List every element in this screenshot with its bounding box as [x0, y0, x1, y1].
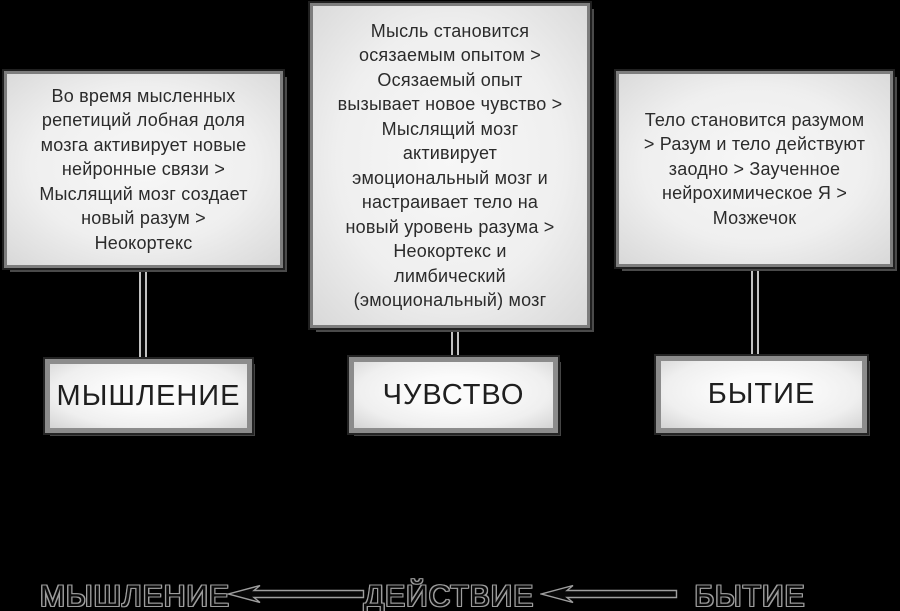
label-thinking-text: МЫШЛЕНИЕ [56, 379, 241, 412]
connector-feeling-line [451, 326, 459, 358]
connector-being-line [751, 265, 759, 357]
thinking-description-text: Во время мысленных репетиций лобная доля… [39, 85, 248, 253]
bottom-word-being: БЫТИЕ [694, 580, 806, 611]
label-feeling-text: ЧУВСТВО [382, 378, 525, 411]
label-box-thinking: МЫШЛЕНИЕ [45, 359, 252, 433]
connector-thinking-line [139, 266, 147, 360]
bottom-word-action: ДЕЙСТВИЕ [363, 580, 535, 611]
feeling-description-text: Мысль становится осязаемым опытом > Осяз… [337, 20, 563, 311]
left-arrow-icon [227, 584, 365, 604]
being-description-text: Тело становится разумом > Разум и тело д… [643, 109, 866, 228]
box-being-description: Тело становится разумом > Разум и тело д… [616, 71, 893, 267]
label-being-text: БЫТИЕ [707, 378, 816, 410]
box-thinking-description: Во время мысленных репетиций лобная доля… [4, 71, 283, 268]
box-feeling-description: Мысль становится осязаемым опытом > Осяз… [310, 3, 590, 328]
label-box-feeling: ЧУВСТВО [349, 357, 558, 433]
left-arrow-icon [540, 584, 678, 604]
bottom-word-thinking: МЫШЛЕНИЕ [40, 580, 230, 611]
label-box-being: БЫТИЕ [656, 356, 867, 433]
